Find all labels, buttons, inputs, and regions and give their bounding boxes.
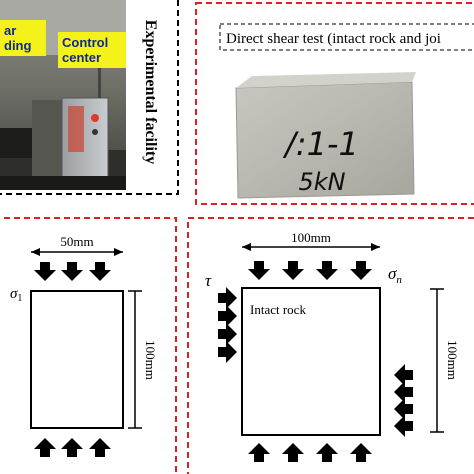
down-arrow-icon xyxy=(350,261,372,280)
uniaxial-top-arrows xyxy=(34,262,111,281)
uniaxial-width-dimension xyxy=(31,248,123,256)
up-arrow-icon xyxy=(282,443,304,462)
shear-diagram-dashed-frame xyxy=(187,217,474,474)
right-arrow-icon xyxy=(218,287,237,309)
shear-height-label: 100mm xyxy=(445,340,460,380)
down-arrow-icon xyxy=(34,262,56,281)
specimen-marking-line2: 5kN xyxy=(298,168,345,196)
uniaxial-panel: 50mm 100mm σ1 xyxy=(0,217,177,474)
uniaxial-bottom-arrows xyxy=(34,438,111,457)
facility-caption: Experimental facility xyxy=(142,20,159,164)
normal-stress-label: σn xyxy=(388,264,402,286)
shear-specimen xyxy=(241,287,381,436)
shear-diagram-panel: Intact rock 100mm 100mm τ σn xyxy=(187,217,474,474)
shear-title-box xyxy=(219,23,474,51)
intact-rock-label: Intact rock xyxy=(250,302,306,317)
facility-dashed-frame xyxy=(0,0,179,195)
left-arrow-icon xyxy=(394,398,413,420)
down-arrow-icon xyxy=(61,262,83,281)
left-arrow-icon xyxy=(394,415,413,437)
left-arrow-icon xyxy=(394,381,413,403)
right-arrow-icon xyxy=(218,323,237,345)
uniaxial-stress-label: σ1 xyxy=(10,286,22,304)
control-center-label: Control center xyxy=(58,32,126,68)
uniaxial-width-label: 50mm xyxy=(60,234,93,249)
uniaxial-height-label: 100mm xyxy=(143,340,158,380)
shear-height-dimension xyxy=(430,288,444,433)
up-arrow-icon xyxy=(34,438,56,457)
left-arrow-icon xyxy=(394,364,413,386)
shear-test-title: Direct shear test (intact rock and joi xyxy=(226,31,441,47)
experimental-facility-panel: Experimental facility xyxy=(0,0,179,195)
right-arrow-icon xyxy=(218,341,237,363)
shear-loading-label: ar ding xyxy=(0,20,46,56)
shear-top-arrows xyxy=(248,261,372,280)
facility-photo xyxy=(0,0,126,190)
down-arrow-icon xyxy=(89,262,111,281)
up-arrow-icon xyxy=(89,438,111,457)
shear-left-arrows xyxy=(218,287,237,363)
uniaxial-height-dimension xyxy=(128,290,142,429)
shear-right-arrows xyxy=(394,364,413,437)
down-arrow-icon xyxy=(282,261,304,280)
shear-stress-label: τ xyxy=(205,271,212,290)
shear-width-label: 100mm xyxy=(291,230,331,245)
up-arrow-icon xyxy=(316,443,338,462)
down-arrow-icon xyxy=(316,261,338,280)
shear-width-dimension xyxy=(242,243,380,251)
uniaxial-specimen xyxy=(30,290,124,429)
down-arrow-icon xyxy=(248,261,270,280)
up-arrow-icon xyxy=(350,443,372,462)
rock-specimen-photo xyxy=(222,70,416,200)
up-arrow-icon xyxy=(61,438,83,457)
up-arrow-icon xyxy=(248,443,270,462)
uniaxial-dashed-frame xyxy=(0,217,177,474)
right-arrow-icon xyxy=(218,305,237,327)
direct-shear-panel: Direct shear test (intact rock and joi /… xyxy=(195,2,474,205)
shear-bottom-arrows xyxy=(248,443,372,462)
specimen-marking-line1: /:1-1 xyxy=(282,125,359,163)
shear-dashed-frame xyxy=(195,2,474,205)
